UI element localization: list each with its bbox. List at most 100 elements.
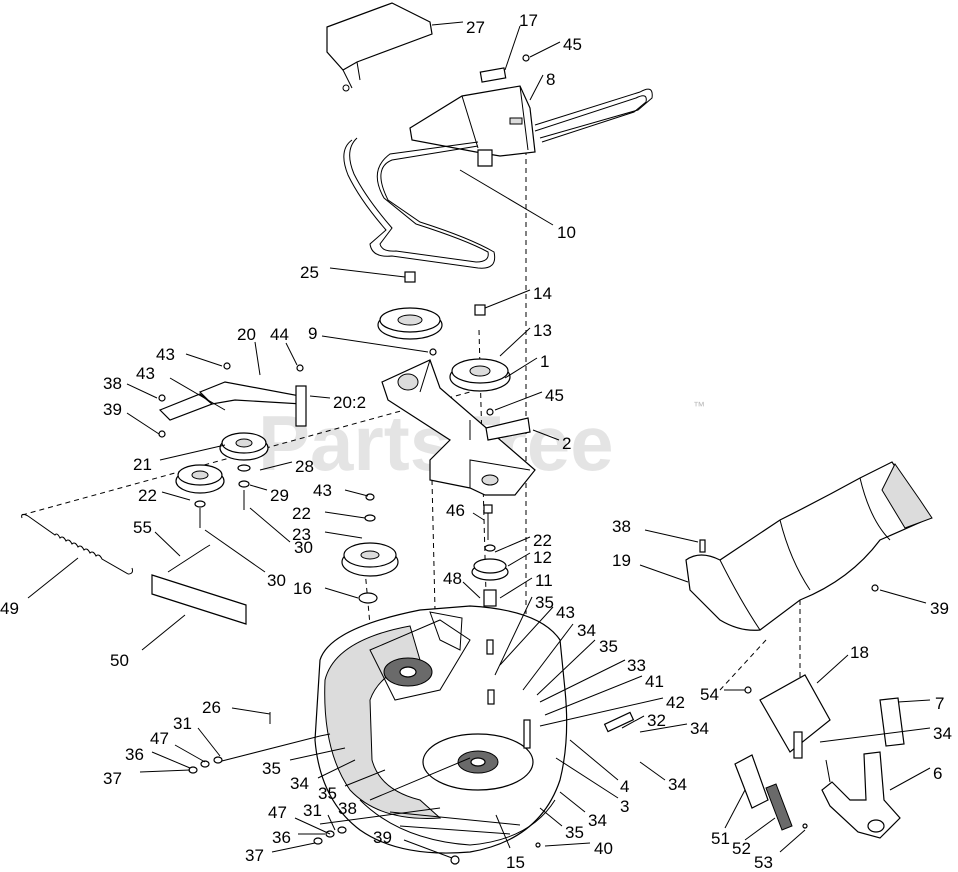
- callout-label: 28: [295, 457, 314, 476]
- idler-pulley-21: [219, 432, 269, 510]
- leader-line-22: [494, 536, 531, 553]
- decal-17: [479, 67, 507, 83]
- leader-line-55: [154, 531, 181, 557]
- callout-label: 33: [627, 656, 646, 675]
- leader-line-4: [569, 739, 619, 781]
- callout-label: 34: [933, 724, 952, 743]
- callout-label: 30: [267, 571, 286, 590]
- callout-label: 47: [268, 803, 287, 822]
- leader-line-15: [495, 814, 511, 849]
- leader-line-14: [484, 289, 531, 309]
- leader-line-18: [816, 654, 849, 684]
- leader-line-43: [169, 377, 226, 411]
- leader-line-22: [324, 511, 366, 519]
- leader-line-13: [499, 327, 531, 357]
- leader-line-45: [494, 391, 543, 411]
- leader-line-48: [462, 581, 481, 599]
- watermark-trademark: ™: [693, 399, 705, 413]
- callout-label: 35: [262, 759, 281, 778]
- pulley-25: [377, 271, 443, 340]
- callout-label: 14: [533, 284, 552, 303]
- callout-label: 34: [690, 719, 709, 738]
- callout-label: 4: [620, 777, 629, 796]
- callout-label: 38: [338, 799, 357, 818]
- leader-line-6: [889, 767, 931, 791]
- callout-label: 38: [103, 374, 122, 393]
- pulley-13: [449, 304, 511, 392]
- callout-label: 43: [156, 345, 175, 364]
- leader-line-39: [879, 589, 927, 604]
- leader-line-41: [544, 675, 643, 716]
- leader-line-20:2: [309, 395, 331, 399]
- leader-line-53: [779, 829, 806, 853]
- leader-line-30: [204, 529, 266, 573]
- leader-line-8: [529, 74, 544, 101]
- callout-label: 7: [935, 694, 944, 713]
- callout-label: 11: [535, 571, 553, 590]
- callout-label: 25: [300, 263, 319, 282]
- leader-line-25: [329, 267, 406, 278]
- callout-label: 37: [245, 846, 264, 865]
- callout-label: 22: [533, 531, 552, 550]
- screw-45-mid: [486, 408, 494, 416]
- leader-line-31: [197, 727, 221, 757]
- leader-line-39: [126, 412, 160, 435]
- leader-line-43: [185, 353, 223, 367]
- leader-line-43: [344, 489, 369, 497]
- rod-55: [167, 544, 211, 573]
- callout-label: 39: [373, 828, 392, 847]
- callout-label: 1: [540, 352, 549, 371]
- leader-line-12: [507, 552, 531, 567]
- leader-line-47: [294, 817, 331, 835]
- leader-line-34: [639, 761, 666, 781]
- callout-label: 2: [562, 434, 571, 453]
- callout-label: 9: [308, 324, 317, 343]
- leader-line-32: [621, 715, 645, 729]
- callout-label: 19: [612, 551, 631, 570]
- callout-label: 32: [647, 711, 666, 730]
- callout-label: 39: [103, 400, 122, 419]
- leader-line-35: [344, 769, 386, 787]
- callout-label: 55: [133, 518, 152, 537]
- leader-line-34: [819, 727, 931, 743]
- callout-label: 36: [272, 828, 291, 847]
- callout-label: 15: [506, 853, 525, 872]
- callout-label: 53: [754, 853, 773, 872]
- callout-label: 49: [0, 599, 19, 618]
- callout-label: 30: [294, 538, 313, 557]
- screw-45-top: [522, 54, 530, 62]
- callout-label: 6: [933, 764, 942, 783]
- callout-label: 50: [110, 651, 129, 670]
- callout-label: 47: [150, 729, 169, 748]
- leader-line-20: [254, 341, 261, 376]
- idler-bracket-1: [381, 359, 536, 496]
- leader-line-28: [259, 461, 293, 471]
- callout-label: 8: [546, 70, 555, 89]
- leader-line-42: [539, 697, 664, 727]
- leader-line-35: [536, 639, 596, 696]
- callout-label: 31: [303, 801, 322, 820]
- callout-label: 21: [133, 455, 152, 474]
- callout-label: 35: [599, 637, 618, 656]
- callout-label: 29: [270, 486, 289, 505]
- callout-label: 27: [466, 18, 485, 37]
- callout-label: 34: [290, 774, 309, 793]
- spring-49: [21, 513, 133, 575]
- callout-label: 40: [594, 839, 613, 858]
- leader-lines: [27, 21, 931, 859]
- leader-line-35: [539, 807, 563, 827]
- callout-label: 20:2: [333, 393, 366, 412]
- bolt-9: [429, 348, 437, 356]
- leader-line-39: [403, 839, 453, 859]
- callout-label: 26: [202, 698, 221, 717]
- leader-line-37: [271, 842, 316, 853]
- callout-label: 23: [292, 525, 311, 544]
- callout-label: 17: [519, 11, 538, 30]
- callout-label: 35: [535, 593, 554, 612]
- callout-label: 13: [533, 321, 552, 340]
- leader-line-51: [724, 789, 746, 829]
- bracket-2: [485, 417, 531, 441]
- callout-label: 45: [545, 386, 564, 405]
- callout-label: 31: [173, 714, 192, 733]
